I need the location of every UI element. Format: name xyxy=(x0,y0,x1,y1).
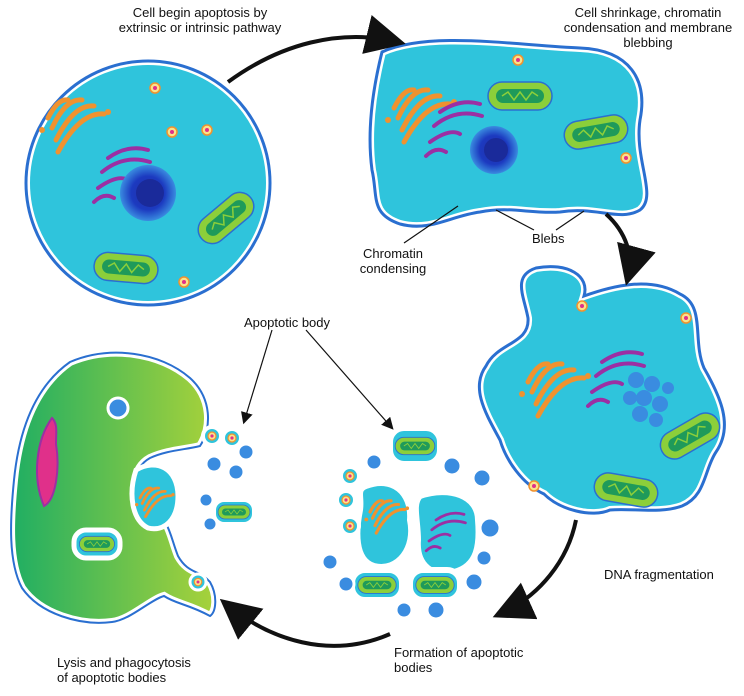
label-chromatin-condensing: Chromatin condensing xyxy=(359,246,427,276)
label-blebs: Blebs xyxy=(532,231,565,246)
label-lysis: Lysis and phagocytosis of apoptotic bodi… xyxy=(57,655,191,685)
shrinking-cell xyxy=(366,36,651,231)
label-start: Cell begin apoptosis by extrinsic or int… xyxy=(118,5,282,35)
fragmenting-cell xyxy=(475,262,729,518)
apoptotic-bodies-cluster xyxy=(320,425,502,621)
normal-cell xyxy=(22,57,274,309)
label-shrinkage: Cell shrinkage, chromatin condensation a… xyxy=(563,5,733,50)
engulfing-bodies xyxy=(197,425,256,533)
label-dna-fragmentation: DNA fragmentation xyxy=(604,567,714,582)
leader-lines xyxy=(241,205,585,430)
label-apoptotic-body: Apoptotic body xyxy=(244,315,331,330)
label-formation: Formation of apoptotic bodies xyxy=(394,645,524,675)
macrophage xyxy=(7,348,220,627)
cycle-arrows xyxy=(219,15,656,648)
dna-fragments xyxy=(623,372,674,427)
